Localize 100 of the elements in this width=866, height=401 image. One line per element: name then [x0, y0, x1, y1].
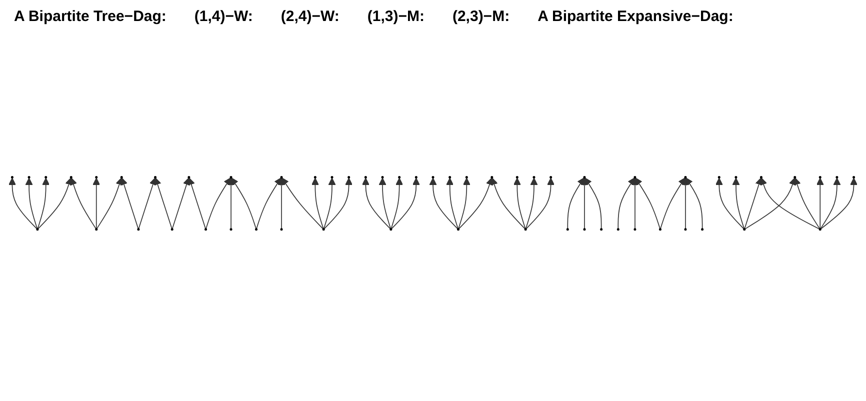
node-circle [398, 176, 401, 178]
arrow [631, 177, 639, 229]
arrow [580, 177, 588, 229]
arrow [391, 177, 420, 229]
arrow [70, 177, 96, 229]
node-circle [684, 176, 687, 178]
node-circle [44, 176, 48, 178]
node-circle [28, 176, 30, 178]
diagram-label: (2,3)−M: [452, 8, 510, 25]
node-circle [95, 176, 98, 178]
node-circle [137, 228, 140, 230]
arrow [172, 177, 190, 229]
node-circle [456, 228, 460, 230]
arrow [120, 177, 139, 229]
arrow [256, 177, 282, 229]
arrow [38, 177, 72, 229]
arrow [732, 177, 745, 229]
arrow [744, 177, 762, 229]
node-circle [255, 228, 258, 230]
node-circle [852, 176, 856, 178]
node-circle [230, 228, 232, 230]
node-circle [448, 176, 452, 178]
arrow [311, 177, 324, 229]
arrow [231, 177, 256, 229]
node-circle [10, 176, 14, 178]
arrow [324, 177, 353, 229]
node-circle [490, 176, 494, 178]
arrow [715, 177, 744, 229]
node-circle [616, 228, 620, 230]
node-circle [170, 228, 174, 230]
arrow [635, 177, 660, 229]
node-circle [432, 176, 434, 178]
node-circle [120, 176, 123, 178]
arrow [760, 177, 820, 230]
node-circle [658, 228, 662, 230]
arrow [25, 177, 38, 229]
node-circle [381, 176, 384, 178]
node-circle [684, 228, 687, 230]
arrow [794, 177, 820, 229]
node-circle [583, 176, 586, 178]
node-circle [95, 228, 98, 230]
node-circle [414, 176, 418, 178]
node-circle [794, 176, 796, 178]
arrow [525, 177, 538, 229]
arrow [323, 177, 336, 229]
arrow [429, 177, 458, 229]
diagram-label: (1,4)−W: [194, 8, 253, 25]
arrow [584, 177, 602, 229]
node-circle [743, 228, 746, 230]
arrow [282, 177, 324, 229]
node-circle [390, 228, 392, 230]
arrow [138, 177, 156, 229]
node-circle [280, 176, 283, 178]
node-circle [634, 228, 636, 230]
arrow [513, 177, 526, 229]
arrow [206, 177, 231, 229]
node-circle [818, 176, 822, 178]
arrow [362, 177, 391, 229]
node-circle [36, 228, 39, 230]
node-circle [314, 176, 316, 178]
node-circle [836, 176, 838, 178]
arrow [92, 177, 100, 229]
arrow [686, 177, 703, 229]
node-circle [364, 176, 367, 178]
node-circle [322, 228, 325, 230]
node-circle [188, 176, 190, 178]
arrow [154, 177, 172, 229]
node-circle [600, 228, 603, 230]
arrow [682, 177, 690, 229]
arrow [660, 177, 686, 229]
arrow [227, 177, 235, 229]
node-circle [583, 228, 586, 230]
node-circle [566, 228, 569, 230]
node-circle [516, 176, 518, 178]
node-circle [348, 176, 350, 178]
arrow [278, 177, 286, 229]
arrow [378, 177, 392, 229]
arrow [96, 177, 123, 229]
arrow [458, 177, 494, 229]
node-circle [465, 176, 468, 178]
arrow [567, 177, 584, 229]
node-circle [734, 176, 738, 178]
node-circle [550, 176, 552, 178]
arrow [820, 177, 858, 229]
diagram-label: (1,3)−M: [367, 8, 424, 25]
node-circle [634, 176, 636, 178]
arrow [820, 177, 841, 229]
arrow [390, 177, 404, 229]
node-circle [230, 176, 232, 178]
node-circle [701, 228, 704, 230]
arrow [446, 177, 458, 229]
diagram-label: (2,4)−W: [280, 8, 340, 25]
arrow [816, 177, 824, 229]
node-circle [524, 228, 527, 230]
arrow [618, 177, 635, 229]
arrow [188, 177, 206, 229]
node-circle [760, 176, 762, 178]
arrow [8, 177, 38, 229]
node-circle [204, 228, 208, 230]
node-circle [718, 176, 720, 178]
